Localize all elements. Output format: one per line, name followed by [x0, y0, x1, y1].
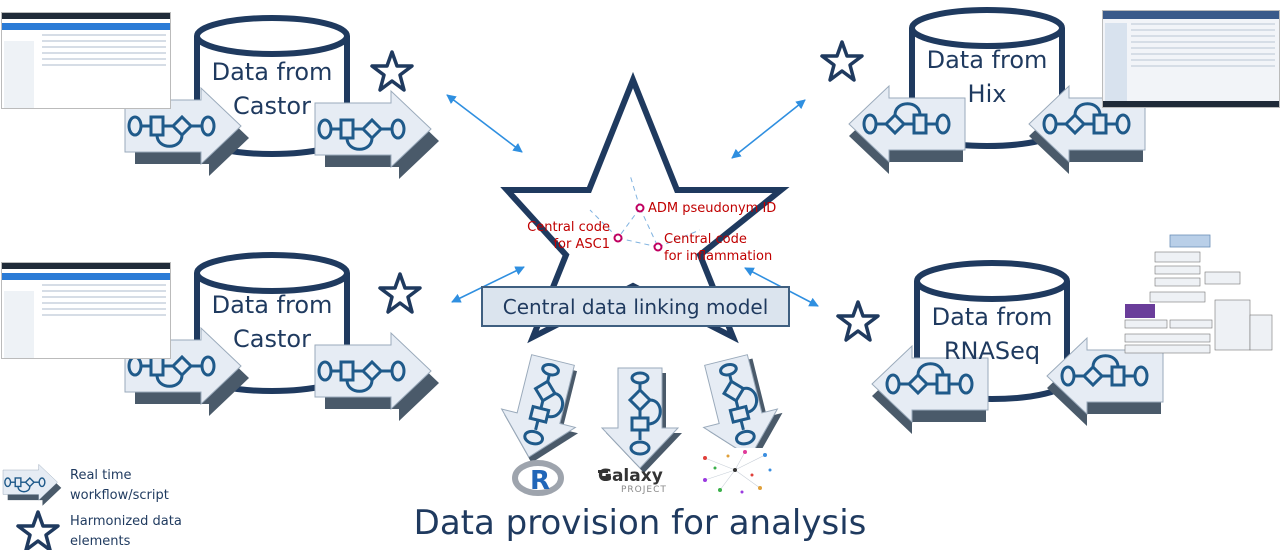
castor-screenshot-top — [1, 12, 171, 109]
star-icon — [820, 40, 864, 82]
network-graph-image — [695, 448, 777, 498]
r-logo — [512, 460, 564, 496]
code-label-inflammation: Central code for inflammation — [664, 232, 773, 264]
hix-screenshot — [1102, 10, 1280, 108]
castor-screenshot-bottom — [1, 262, 171, 359]
pipeline-chart-image — [1124, 234, 1273, 354]
star-icon — [378, 272, 422, 314]
workflow-arrow-icon — [2, 463, 62, 507]
workflow-arrow-icon — [489, 349, 596, 474]
galaxy-logo-text: Galaxy — [598, 466, 663, 486]
galaxy-logo-subtext: PROJECT — [621, 485, 667, 495]
database-label-castor-top: Data from Castor — [211, 58, 333, 120]
code-node — [613, 233, 623, 243]
code-label-asc1: Central code for ASC1 — [527, 220, 610, 252]
star-icon — [370, 50, 414, 92]
database-label-hix: Data from Hix — [926, 46, 1048, 108]
workflow-arrow-icon — [600, 366, 684, 475]
code-node — [653, 242, 663, 252]
linking-lines — [589, 174, 701, 248]
galaxy-logo-icon — [598, 470, 611, 479]
database-label-castor-bottom: Data from Castor — [211, 291, 333, 353]
code-label-adm: ADM pseudonym ID — [648, 201, 777, 216]
code-node — [635, 203, 645, 213]
r-logo-letter: R — [530, 466, 551, 496]
central-data-linking-model: Central data linking model — [481, 286, 790, 327]
page-title: Data provision for analysis — [413, 503, 867, 543]
legend-harmonized-label: Harmonized data elements — [70, 514, 182, 548]
legend-workflow-label: Real time workflow/script — [70, 468, 169, 503]
database-label-rnaseq: Data from RNASeq — [931, 303, 1053, 365]
star-icon — [836, 300, 880, 342]
